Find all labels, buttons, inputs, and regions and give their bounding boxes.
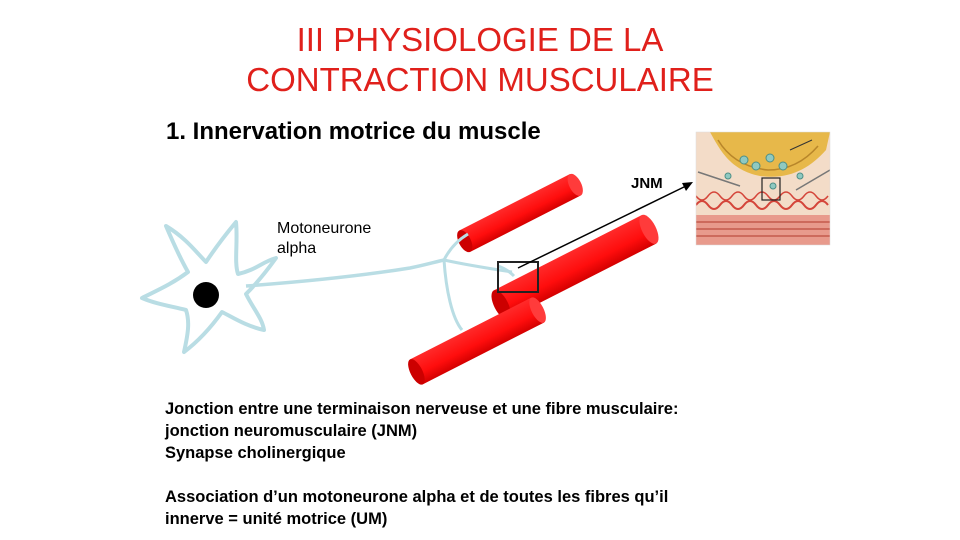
body-line-3: Synapse cholinergique — [165, 444, 346, 462]
junction-arrow — [517, 182, 693, 269]
neuromuscular-junction-inset — [696, 132, 830, 245]
muscle-fiber-top — [457, 173, 583, 253]
slide-title-line1: III PHYSIOLOGIE DE LA — [296, 21, 664, 58]
neuron-nucleus — [193, 282, 219, 308]
slide-title-line2: CONTRACTION MUSCULAIRE — [246, 61, 714, 98]
body-line-5: innerve = unité motrice (UM) — [165, 510, 388, 528]
muscle-fiber-bottom — [408, 297, 546, 385]
section-heading: 1. Innervation motrice du muscle — [166, 118, 541, 145]
body-line-1: Jonction entre une terminaison nerveuse … — [165, 400, 679, 418]
body-line-4: Association d’un motoneurone alpha et de… — [165, 488, 669, 506]
junction-highlight-box — [497, 261, 539, 293]
body-spacer — [165, 464, 678, 486]
body-text: Jonction entre une terminaison nerveuse … — [165, 398, 678, 530]
slide-title: III PHYSIOLOGIE DE LA CONTRACTION MUSCUL… — [0, 20, 960, 100]
motor-neuron-label-line1: Motoneurone — [277, 220, 372, 237]
motor-neuron-label: Motoneurone alpha — [277, 219, 371, 259]
body-line-2: jonction neuromusculaire (JNM) — [165, 422, 418, 440]
junction-label: JNM — [631, 175, 663, 192]
motor-neuron-label-line2: alpha — [277, 240, 317, 257]
